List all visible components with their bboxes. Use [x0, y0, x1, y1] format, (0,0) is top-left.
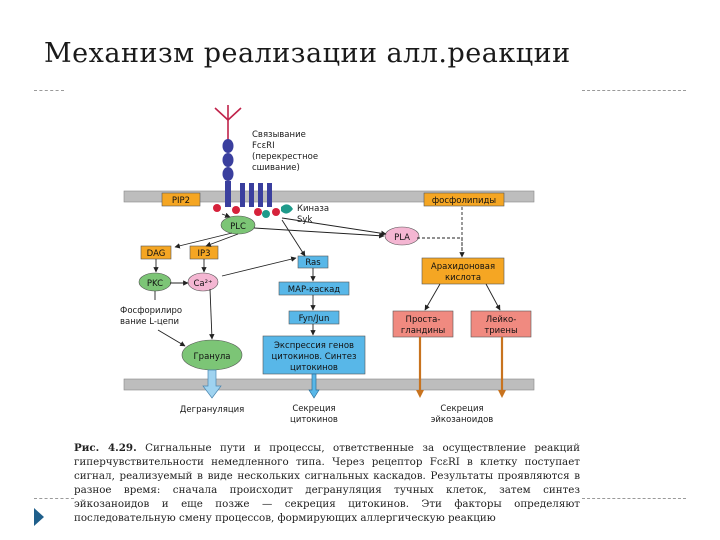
figure-caption: Рис. 4.29. Сигнальные пути и процессы, о…: [74, 441, 580, 525]
divider-right-bottom: [582, 498, 686, 499]
box-ras: Ras: [297, 255, 329, 269]
box-dag: DAG: [140, 245, 172, 260]
svg-text:Арахидоновая: Арахидоновая: [431, 262, 495, 272]
pathway-arrows: [153, 207, 501, 347]
slide-title: Механизм реализации алл.реакции: [44, 38, 571, 69]
kinase-label: Киназа Syk: [297, 204, 329, 225]
svg-text:PKC: PKC: [147, 279, 163, 289]
svg-text:Fyn/Jun: Fyn/Jun: [299, 314, 330, 324]
svg-text:MAP-каскад: MAP-каскад: [288, 285, 341, 295]
divider-right-top: [582, 90, 686, 91]
svg-text:Киназа: Киназа: [297, 204, 329, 214]
svg-text:фосфолипиды: фосфолипиды: [432, 196, 496, 206]
figure-caption-text: Сигнальные пути и процессы, ответственны…: [74, 442, 580, 524]
svg-text:Гранула: Гранула: [193, 352, 230, 362]
bullet-arrow-icon: [34, 508, 44, 526]
box-arachidonic-acid: Арахидоновая кислота: [421, 257, 505, 285]
phosphorylation-label: Фосфорилиро вание L-цепи: [120, 306, 182, 327]
svg-text:PLA: PLA: [394, 233, 410, 243]
box-pla: PLA: [384, 226, 420, 246]
receptor-label: Связывание FcεRI (перекрестное сшивание): [252, 130, 318, 173]
output-degranulation: Дегрануляция: [180, 405, 245, 415]
svg-text:Связывание: Связывание: [252, 130, 306, 140]
svg-text:триены: триены: [484, 326, 517, 336]
figure-number: Рис. 4.29.: [74, 442, 137, 454]
svg-text:кислота: кислота: [445, 273, 481, 283]
svg-text:Ras: Ras: [305, 258, 321, 268]
svg-text:гландины: гландины: [401, 326, 445, 336]
svg-text:FcεRI: FcεRI: [252, 141, 275, 151]
secretion-arrows: [202, 337, 506, 399]
box-pkc: PKC: [138, 272, 172, 292]
svg-text:Экспрессия генов: Экспрессия генов: [274, 341, 354, 351]
output-cytokine-secretion: Секреция цитокинов: [290, 404, 338, 425]
box-ca: Ca²⁺: [187, 272, 219, 292]
box-plc: PLC: [220, 215, 256, 235]
svg-text:PIP2: PIP2: [172, 196, 190, 206]
svg-text:Секреция: Секреция: [440, 404, 483, 414]
svg-text:(перекрестное: (перекрестное: [252, 152, 318, 162]
svg-text:Фосфорилиро: Фосфорилиро: [120, 306, 182, 316]
svg-text:цитокинов: цитокинов: [290, 415, 338, 425]
box-ip3: IP3: [189, 245, 219, 260]
box-prostaglandins: Проста- гландины: [392, 310, 454, 338]
output-eicosanoid-secretion: Секреция эйкозаноидов: [431, 404, 494, 425]
svg-text:вание L-цепи: вание L-цепи: [120, 317, 179, 327]
cell-membrane-bottom: [123, 378, 535, 391]
svg-text:цитокинов. Синтез: цитокинов. Синтез: [271, 352, 356, 362]
svg-text:цитокинов: цитокинов: [290, 363, 338, 373]
svg-text:Ca²⁺: Ca²⁺: [193, 279, 212, 289]
svg-text:Секреция: Секреция: [292, 404, 335, 414]
box-map-cascade: MAP-каскад: [278, 281, 350, 296]
svg-text:Проста-: Проста-: [406, 315, 441, 325]
box-phospholipids: фосфолипиды: [423, 192, 505, 207]
box-leukotrienes: Лейко- триены: [470, 310, 532, 338]
box-fyn-jun: Fyn/Jun: [288, 310, 340, 325]
svg-text:Syk: Syk: [297, 215, 312, 225]
divider-left-bottom: [34, 498, 74, 499]
svg-text:эйкозаноидов: эйкозаноидов: [431, 415, 494, 425]
fc-receptor: [213, 105, 293, 218]
svg-text:PLC: PLC: [230, 222, 246, 232]
svg-text:DAG: DAG: [147, 249, 166, 259]
svg-text:сшивание): сшивание): [252, 163, 300, 173]
box-granule: Гранула: [181, 339, 243, 371]
svg-text:Лейко-: Лейко-: [486, 315, 517, 325]
svg-text:IP3: IP3: [197, 249, 210, 259]
box-cytokine-expression: Экспрессия генов цитокинов. Синтез циток…: [262, 335, 366, 375]
cell-membrane-top: [123, 190, 535, 203]
divider-left-top: [34, 90, 64, 91]
box-pip2: PIP2: [161, 192, 201, 207]
